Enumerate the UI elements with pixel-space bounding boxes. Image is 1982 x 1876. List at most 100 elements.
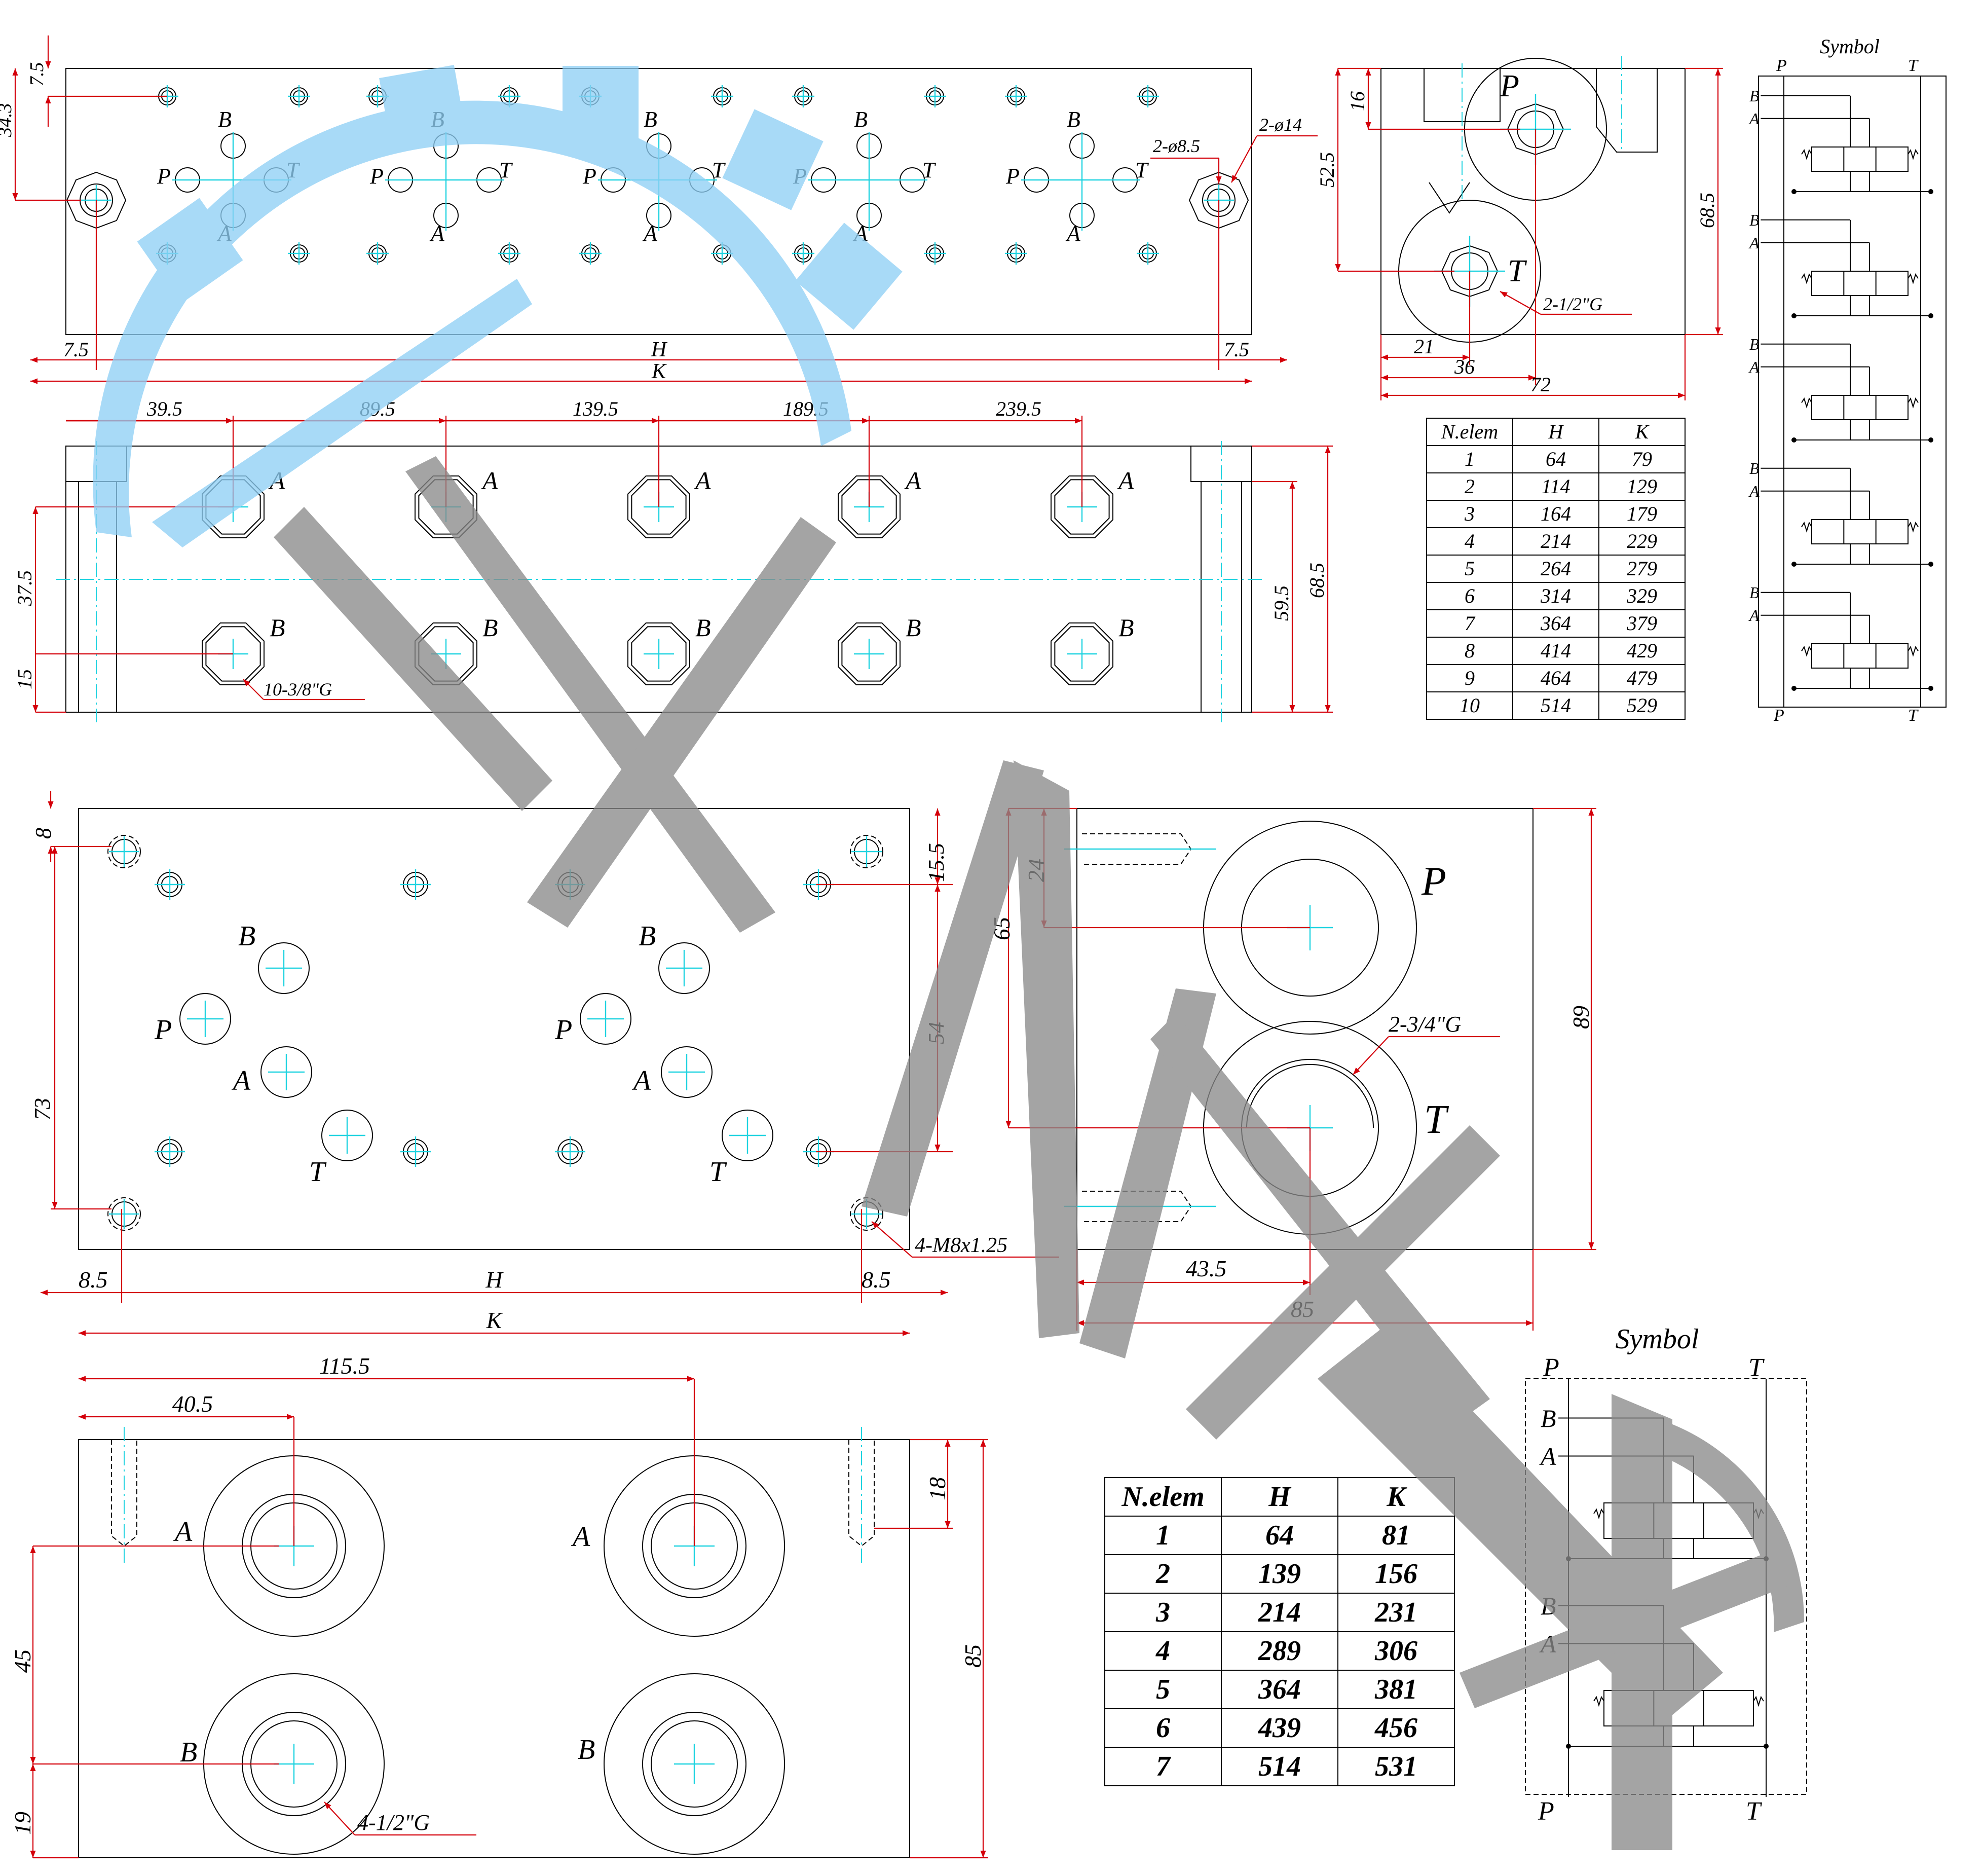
table-cell: 114 <box>1541 475 1570 498</box>
symbol1-station-4-spring-left-icon <box>1801 522 1812 533</box>
table-cell: 10 <box>1460 694 1480 717</box>
v3-dim-16: 16 <box>1346 91 1369 112</box>
table-cell: 514 <box>1541 694 1571 717</box>
symbol1-station-1-spring-right-icon <box>1908 149 1919 160</box>
v3-port-t: T <box>1508 254 1527 288</box>
table-cell: 4 <box>1465 530 1475 553</box>
v4-dim-e2: 8.5 <box>862 1267 891 1293</box>
port-hole <box>179 993 231 1045</box>
port-label-b: B <box>1118 613 1134 642</box>
symbol1-t-top: T <box>1908 56 1919 75</box>
port-thread <box>651 1720 738 1808</box>
v4-dim-8: 8 <box>31 828 56 839</box>
port-label-b: B <box>644 107 657 132</box>
port-hole <box>642 1712 746 1816</box>
port-hole <box>580 993 631 1045</box>
symbol2-station-2-spring-right-icon <box>1753 1696 1764 1707</box>
port-hole <box>661 1046 713 1098</box>
watermark-logo <box>93 65 1805 1850</box>
v3-port-p: P <box>1500 69 1519 103</box>
v3-thread: 2-1/2"G <box>1543 294 1602 314</box>
threaded-hole <box>850 835 883 868</box>
port-outline-inner <box>1054 479 1110 535</box>
port-label-p: P <box>554 1014 572 1046</box>
table-cell: 81 <box>1382 1520 1410 1551</box>
table-cell: 456 <box>1374 1712 1417 1744</box>
port-label-t: T <box>499 158 513 182</box>
port-hole <box>258 942 310 994</box>
port-label-p: P <box>369 164 384 189</box>
table-header: H <box>1548 420 1564 443</box>
symbol2-station-1-label-a: A <box>1539 1442 1556 1470</box>
table-header: K <box>1386 1481 1407 1513</box>
table-header: K <box>1635 420 1650 443</box>
port-label-a: A <box>429 221 445 246</box>
view1-stations: BPTABPTABPTABPTABPTA <box>157 107 1149 246</box>
table-cell: 164 <box>1541 502 1571 525</box>
symbol1-station-4-valve <box>1811 519 1909 544</box>
port-outline-inner <box>418 479 474 535</box>
v5-port-t: T <box>1424 1097 1449 1142</box>
port-label-a: A <box>631 1065 651 1096</box>
symbol1-p-bottom: P <box>1773 706 1784 725</box>
port-outline <box>627 622 690 685</box>
port-outline <box>1051 622 1113 685</box>
v1-dim-e2: 7.5 <box>1224 338 1249 361</box>
table-cell: 479 <box>1627 667 1657 689</box>
port-label-b: B <box>238 921 255 952</box>
table-cell: 329 <box>1626 584 1657 607</box>
port-label-a: A <box>1117 466 1134 495</box>
symbol1-station-1-junction-dot <box>1928 189 1933 194</box>
v1-holes-small: 2-ø8.5 <box>1153 136 1200 156</box>
table-cell: 7 <box>1465 612 1476 635</box>
view3-end: P T 16 52.5 68.5 21 36 72 2-1/2"G <box>1316 56 1723 400</box>
v1-dim-7-5: 7.5 <box>26 62 48 87</box>
table-cell: 2 <box>1465 475 1475 498</box>
table-cell: 289 <box>1258 1635 1301 1667</box>
table-cell: 1 <box>1156 1520 1170 1551</box>
port-spotface <box>604 1673 785 1855</box>
symbol2-t-bottom: T <box>1746 1797 1762 1826</box>
table-cell: 381 <box>1374 1674 1417 1705</box>
table-cell: 306 <box>1374 1635 1417 1667</box>
port-outline <box>627 475 690 538</box>
table-cell: 1 <box>1465 448 1475 470</box>
symbol1-station-3-spring-left-icon <box>1801 397 1812 409</box>
table-cell: 6 <box>1465 584 1475 607</box>
table-cell: 514 <box>1258 1751 1301 1782</box>
threaded-hole <box>107 835 141 868</box>
port-label-b: B <box>906 613 921 642</box>
table-cell: 314 <box>1540 584 1571 607</box>
table-cell: 64 <box>1546 448 1566 470</box>
symbol1-station-5-valve <box>1811 643 1909 669</box>
port-outline <box>202 622 265 685</box>
symbol1-station-3-label-a: A <box>1748 358 1760 376</box>
table-cell: 264 <box>1541 557 1571 580</box>
table-cell: 139 <box>1258 1558 1301 1590</box>
port-outline-inner <box>841 626 897 682</box>
table-cell: 179 <box>1627 502 1657 525</box>
port-hole <box>260 1046 312 1098</box>
v5-port-p: P <box>1421 859 1446 904</box>
table-cell: 379 <box>1626 612 1657 635</box>
symbol1-station-3-label-b: B <box>1749 335 1760 353</box>
port-label-p: P <box>582 164 596 189</box>
port-label-b: B <box>578 1734 595 1765</box>
v1-dim-e1: 7.5 <box>63 338 89 361</box>
v2-thread: 10-3/8"G <box>264 679 332 700</box>
table-cell: 429 <box>1627 639 1657 662</box>
symbol1-station-1-junction-dot <box>1791 189 1797 194</box>
threaded-hole <box>107 1197 141 1231</box>
port-outline <box>838 622 901 685</box>
symbol1-station-3-junction-dot <box>1791 437 1797 443</box>
v1-dim-h: H <box>651 338 668 361</box>
v3-dim-72: 72 <box>1530 373 1551 396</box>
v4-dim-k: K <box>486 1307 503 1333</box>
v2-dim-68-5: 68.5 <box>1305 563 1328 598</box>
v4-dim-e1: 8.5 <box>79 1267 108 1293</box>
table-cell: 414 <box>1541 639 1571 662</box>
v4-dim-h: H <box>485 1267 504 1293</box>
v6-dim-45: 45 <box>10 1649 35 1673</box>
port-label-a: A <box>904 466 921 495</box>
